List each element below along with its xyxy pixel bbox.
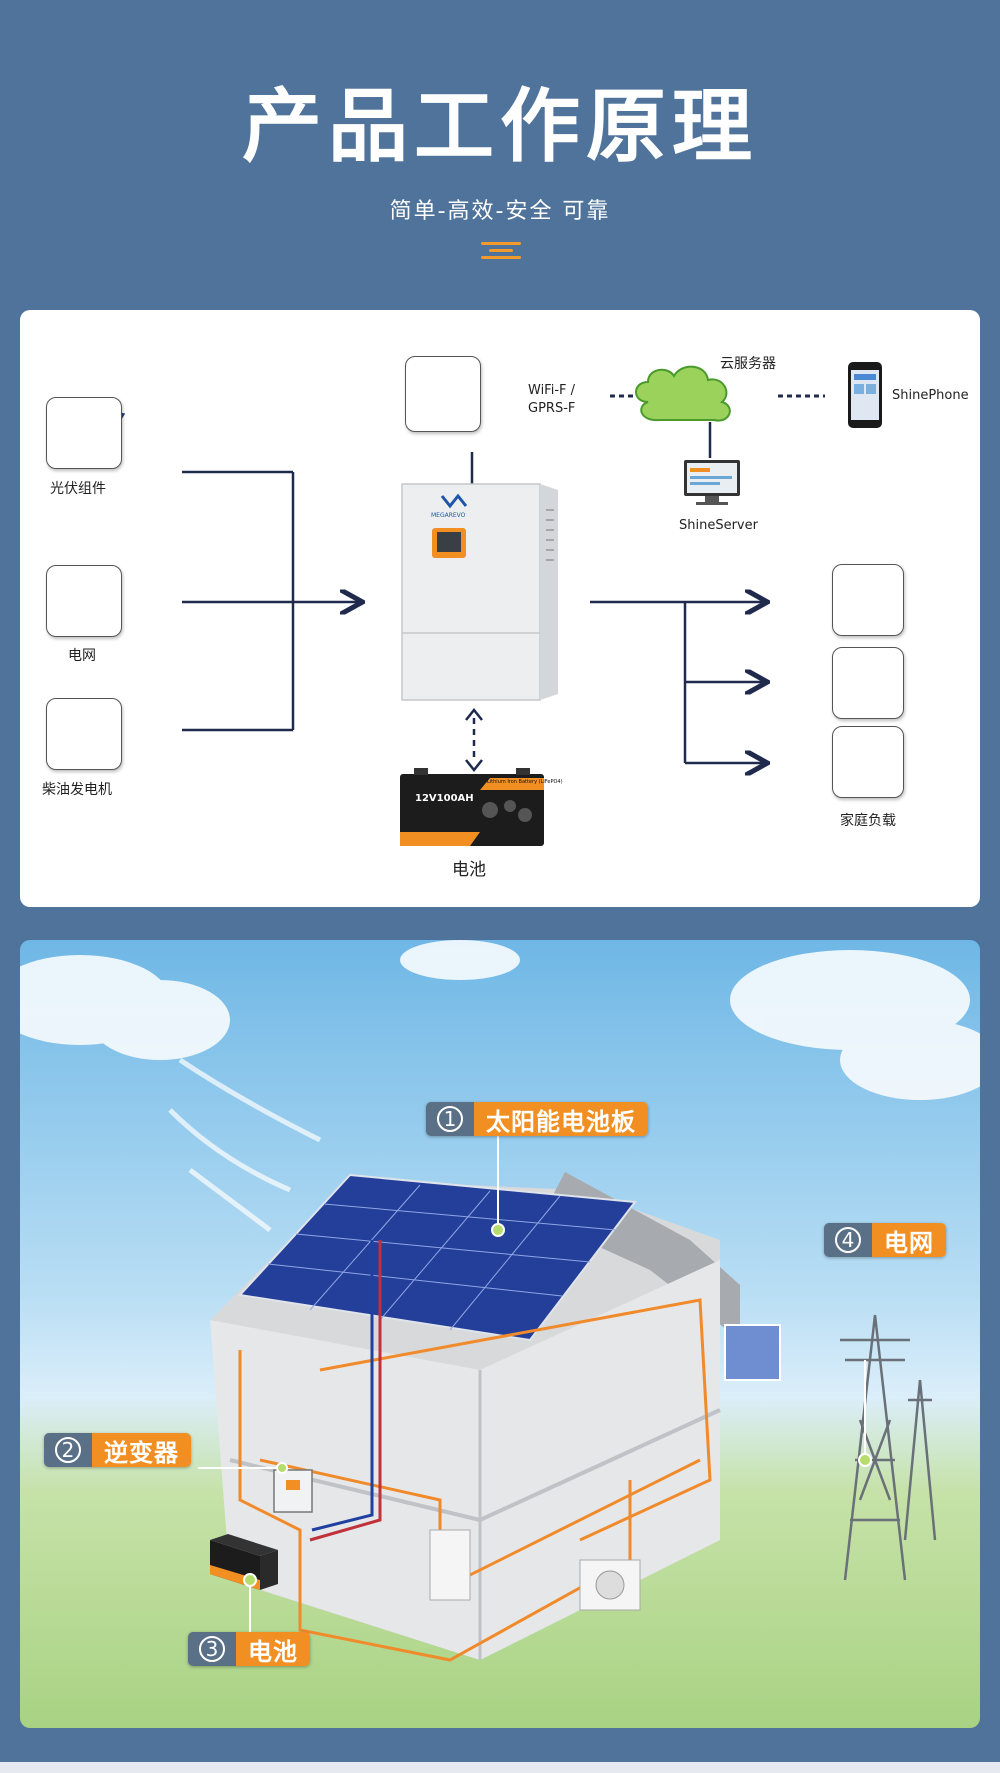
tag-inverter: 2 逆变器 <box>44 1433 191 1467</box>
bottom-divider <box>0 1762 1000 1773</box>
inverter-brand: MEGAREVO <box>431 512 466 519</box>
tag-solar-panel: 1 太阳能电池板 <box>426 1102 648 1136</box>
pv-module-frame <box>46 397 122 469</box>
cloud-shapes <box>20 940 980 1100</box>
page-subtitle: 简单-高效-安全 可靠 <box>389 199 611 224</box>
battery-icon <box>400 768 544 846</box>
phone-icon <box>848 362 882 428</box>
source-label-generator: 柴油发电机 <box>42 782 112 798</box>
tag-label: 电池 <box>236 1632 310 1666</box>
page-title: 产品工作原理 <box>242 80 758 173</box>
shine-phone-label: ShinePhone <box>892 388 969 403</box>
tag-power-grid: 4 电网 <box>824 1223 946 1257</box>
title-decoration <box>481 240 521 259</box>
tag-number: 4 <box>835 1227 861 1253</box>
tag-label: 电网 <box>872 1223 946 1257</box>
source-label-pv: 光伏组件 <box>50 481 106 497</box>
wifi-module-frame <box>405 356 481 432</box>
cloud-icon <box>635 365 731 422</box>
battery-top-text: Lithium Iron Battery (LiFePO4) <box>487 779 563 785</box>
header: 产品工作原理 简单-高效-安全 可靠 <box>0 0 1000 300</box>
load-frame-fridge <box>832 726 904 798</box>
server-monitor-icon <box>684 460 740 505</box>
house-illustration <box>20 940 980 1662</box>
cloud-server-label: 云服务器 <box>720 356 776 372</box>
shine-server-label: ShineServer <box>679 518 758 533</box>
tag-label: 逆变器 <box>92 1433 191 1467</box>
source-label-grid: 电网 <box>68 648 96 664</box>
tag-number: 3 <box>199 1636 225 1662</box>
tag-label: 太阳能电池板 <box>474 1102 648 1136</box>
wall-inverter-icon <box>273 1469 313 1513</box>
grid-frame <box>46 565 122 637</box>
house-illustration-card: 1 太阳能电池板 2 逆变器 3 电池 4 电网 <box>20 940 980 1728</box>
battery-label: 电池 <box>452 860 486 880</box>
tag-number: 1 <box>437 1106 463 1132</box>
module-label-wifi: WiFi-F / <box>528 383 576 398</box>
household-load-label: 家庭负载 <box>840 813 896 829</box>
load-frame-washer <box>832 564 904 636</box>
load-frame-tv <box>832 647 904 719</box>
tag-number: 2 <box>55 1437 81 1463</box>
tag-battery: 3 电池 <box>188 1632 310 1666</box>
module-label-gprs: GPRS-F <box>528 401 576 416</box>
system-diagram-card: 光伏组件 电网 柴油发电机 WiFi-F / GPRS-F 云服务器 Shine… <box>20 310 980 907</box>
inverter-icon <box>401 483 558 701</box>
generator-frame <box>46 698 122 770</box>
wind-arrows <box>168 1057 322 1232</box>
transmission-towers <box>840 1314 937 1581</box>
battery-model-label: 12V100AH <box>415 793 474 804</box>
